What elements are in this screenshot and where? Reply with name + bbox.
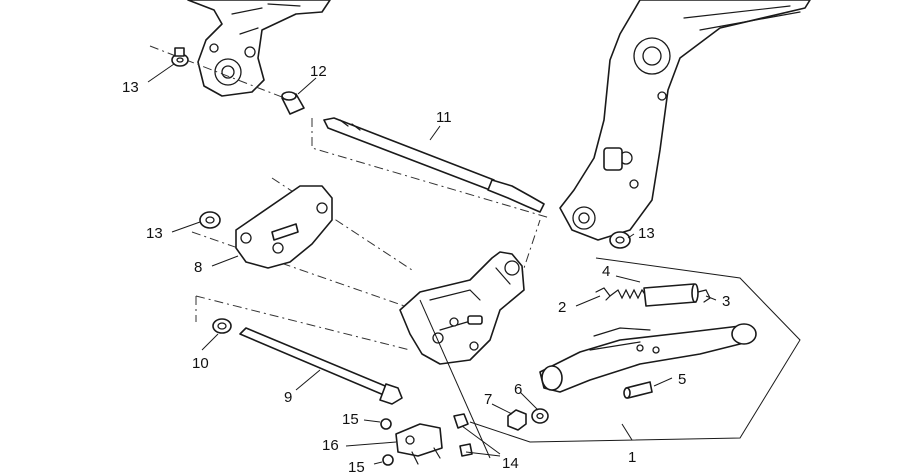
part-13-washer-right (609, 231, 631, 249)
label-15-top: 15 (342, 411, 359, 428)
part-4-spring-sleeve (643, 283, 699, 307)
part-9-bolt (239, 327, 403, 405)
label-5: 5 (678, 371, 686, 388)
label-15-bottom: 15 (348, 459, 365, 475)
part-14-bolt-b (459, 443, 473, 457)
label-2: 2 (558, 299, 566, 316)
part-8-plate (235, 185, 333, 269)
part-13-washer-top (171, 47, 189, 67)
frame-bracket-upper-right (559, 0, 811, 241)
part-15-screw-top (380, 418, 392, 430)
label-16: 16 (322, 437, 339, 454)
label-6: 6 (514, 381, 522, 398)
part-10-washer (212, 318, 232, 334)
part-5-pin (623, 381, 653, 399)
frame-bracket-upper-left (187, 0, 331, 97)
label-9: 9 (284, 389, 292, 406)
label-12: 12 (310, 63, 327, 80)
label-1: 1 (628, 449, 636, 466)
part-1-side-stand (539, 323, 757, 393)
label-4: 4 (602, 263, 610, 280)
part-16-switch (395, 423, 443, 465)
label-10: 10 (192, 355, 209, 372)
label-8: 8 (194, 259, 202, 276)
part-2-spring (595, 287, 647, 301)
leader-lines (147, 63, 717, 465)
label-13-top: 13 (122, 79, 139, 96)
part-11-long-bolt (323, 117, 545, 213)
label-3: 3 (722, 293, 730, 310)
part-15-screw-bottom (382, 454, 394, 466)
part-6-washer (531, 408, 549, 424)
label-13-right: 13 (638, 225, 655, 242)
part-14-bolt-a (453, 413, 469, 429)
part-labels: 13 12 11 13 8 13 4 2 3 10 5 9 6 7 15 1 1… (122, 63, 730, 475)
label-14: 14 (502, 455, 519, 472)
sidestand-mount-bracket (399, 251, 525, 365)
part-12-bush (281, 91, 305, 115)
part-13-washer-mid (199, 211, 221, 229)
part-1-group-outline (469, 257, 801, 443)
part-7-nut (507, 409, 527, 431)
part-3-spring-hook (697, 289, 711, 303)
label-7: 7 (484, 391, 492, 408)
label-13-mid: 13 (146, 225, 163, 242)
label-11: 11 (436, 109, 452, 126)
